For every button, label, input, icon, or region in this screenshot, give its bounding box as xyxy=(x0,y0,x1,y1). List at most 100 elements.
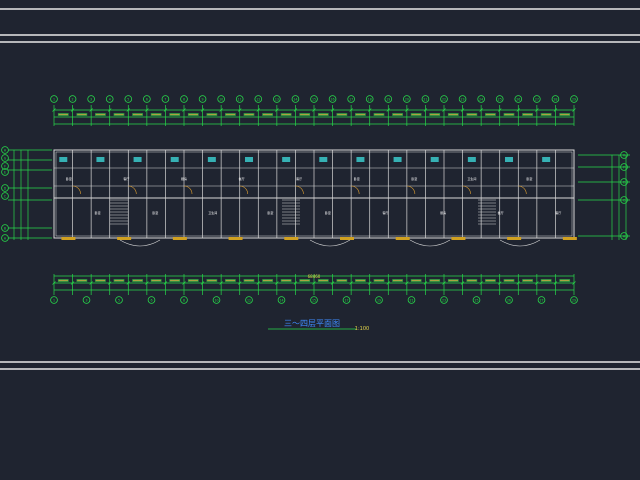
axis-label: 28 xyxy=(553,97,557,101)
axis-bubble xyxy=(50,296,58,304)
axis-label: C xyxy=(623,198,626,202)
axis-label: B xyxy=(4,226,6,230)
dimension-lines xyxy=(8,105,630,295)
axis-label: 14 xyxy=(293,97,297,101)
axis-label: 1 xyxy=(53,298,55,302)
drawing-title: 三～四层平面图 xyxy=(284,319,340,328)
axis-bubble xyxy=(620,178,628,186)
axis-label: 18 xyxy=(368,97,372,101)
axis-label: 20 xyxy=(405,97,409,101)
axis-bubble xyxy=(440,95,448,103)
axis-label: 29 xyxy=(572,298,576,302)
axis-label: 25 xyxy=(474,298,478,302)
axis-label: 10 xyxy=(219,97,223,101)
axis-bubble xyxy=(1,146,9,154)
axis-label: 11 xyxy=(238,97,242,101)
axis-label: F xyxy=(623,165,625,169)
axis-label: 21 xyxy=(423,97,427,101)
overall-dimension-label: 68460 xyxy=(308,274,321,279)
axis-label: 10 xyxy=(214,298,218,302)
axis-bubble xyxy=(217,95,225,103)
axis-bubble xyxy=(620,151,628,159)
axis-bubble xyxy=(180,95,188,103)
axis-label: 8 xyxy=(183,97,185,101)
axis-label: 13 xyxy=(275,97,279,101)
axis-label: 26 xyxy=(507,298,511,302)
axis-label: 5 xyxy=(127,97,129,101)
room-label: 卧室 xyxy=(66,176,72,181)
axis-bubble xyxy=(254,95,263,103)
viewport-frame xyxy=(0,8,640,370)
axis-bubble xyxy=(514,95,523,103)
axis-label: 24 xyxy=(479,97,483,101)
room-label: 卧室 xyxy=(152,210,158,215)
axis-label: 15 xyxy=(312,97,316,101)
axis-label: E xyxy=(4,170,6,174)
axis-label: 23 xyxy=(442,298,446,302)
axis-bubble xyxy=(440,296,448,304)
axis-label: E xyxy=(623,180,625,184)
axis-bubble xyxy=(375,296,383,304)
axis-bubble xyxy=(384,95,393,103)
axis-bubble xyxy=(50,95,58,103)
axis-bubble xyxy=(235,95,244,103)
axis-label: 12 xyxy=(247,298,251,302)
axis-bubble xyxy=(124,95,133,103)
axis-label: 23 xyxy=(461,97,465,101)
axis-label: 29 xyxy=(572,97,576,101)
axis-label: H xyxy=(4,148,7,152)
axis-bubble xyxy=(115,296,123,304)
axis-label: 27 xyxy=(535,97,539,101)
axis-bubble xyxy=(1,192,9,200)
axis-bubble xyxy=(147,296,156,304)
axis-label: 6 xyxy=(150,298,152,302)
room-label: 厨房 xyxy=(181,176,187,181)
axis-label: 6 xyxy=(146,97,148,101)
axis-bubble xyxy=(1,184,9,192)
room-label: 客厅 xyxy=(296,176,302,181)
room-label: 餐厅 xyxy=(239,176,245,181)
axis-bubble xyxy=(407,296,416,304)
axis-bubble xyxy=(620,232,628,240)
axis-bubble xyxy=(537,296,546,304)
room-label: 客厅 xyxy=(123,176,129,181)
axis-label: 5 xyxy=(118,298,120,302)
axis-label: 2 xyxy=(72,97,74,101)
axis-label: A xyxy=(623,234,626,238)
axis-bubble xyxy=(87,95,95,103)
axis-bubble xyxy=(347,95,355,103)
axis-bubble xyxy=(277,296,286,304)
axis-label: 9 xyxy=(202,97,204,101)
axis-bubble xyxy=(1,162,9,170)
axis-bubble xyxy=(105,95,114,103)
axis-bubble xyxy=(342,296,351,304)
axis-label: 26 xyxy=(516,97,520,101)
axis-label: 1 xyxy=(53,97,55,101)
axis-label: 19 xyxy=(377,298,381,302)
room-label: 客厅 xyxy=(382,210,388,215)
room-label: 卧室 xyxy=(354,176,360,181)
axis-bubble xyxy=(477,95,485,103)
axis-bubble xyxy=(310,95,318,103)
axis-label: C xyxy=(4,194,7,198)
room-label: 卧室 xyxy=(95,210,101,215)
axis-label: 3 xyxy=(85,298,87,302)
axis-bubble xyxy=(310,296,318,304)
axis-bubble xyxy=(533,95,541,103)
axis-bubble xyxy=(180,296,188,304)
axis-label: F xyxy=(4,164,6,168)
room-label: 卧室 xyxy=(267,210,273,215)
room-label: 卫生间 xyxy=(208,210,217,215)
axis-label: 17 xyxy=(344,298,348,302)
room-label: 卧室 xyxy=(411,176,417,181)
axis-bubble xyxy=(365,95,374,103)
axis-bubble xyxy=(620,196,628,204)
axis-bubble xyxy=(143,95,151,103)
axis-bubble xyxy=(403,95,411,103)
room-label: 卧室 xyxy=(325,210,331,215)
axis-bubble xyxy=(273,95,281,103)
axis-bubble xyxy=(1,224,9,232)
axis-label: 21 xyxy=(409,298,413,302)
